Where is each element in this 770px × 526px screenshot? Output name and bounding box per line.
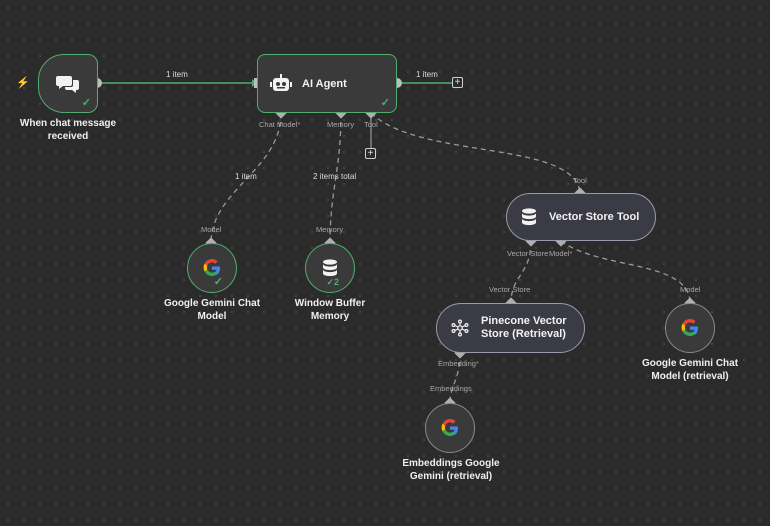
success-check-icon: ✓ xyxy=(81,97,91,109)
node-label-window-buffer: Window Buffer Memory xyxy=(294,298,366,322)
port-label-pine-in: Vector Store xyxy=(489,285,531,294)
port-label-vst-model-text: Model xyxy=(549,249,570,258)
node-google-gemini-chat[interactable]: ✓ xyxy=(187,243,237,293)
edge-label-agent-out: 1 item xyxy=(416,70,438,79)
port-label-chat-model: Chat Model* xyxy=(259,120,300,129)
required-marker: * xyxy=(569,249,573,258)
port-label-gemini-model: Model xyxy=(201,225,222,234)
node-vector-store-tool[interactable]: Vector Store Tool xyxy=(506,193,656,241)
success-check-icon: ✓ xyxy=(213,276,223,288)
node-label-gemini-chat: Google Gemini Chat Model xyxy=(163,298,261,322)
chat-bubbles-icon xyxy=(56,74,80,94)
node-ai-agent[interactable]: AI Agent ✓ xyxy=(257,54,397,113)
node-label-gemini-chat-retrieval: Google Gemini Chat Model (retrieval) xyxy=(641,358,739,382)
database-icon xyxy=(521,208,537,226)
port-label-vst-model: Model* xyxy=(549,249,572,258)
port-label-embedding-text: Embedding xyxy=(438,359,476,368)
node-window-buffer-memory[interactable]: ✓2 xyxy=(305,243,355,293)
google-g-icon xyxy=(202,258,222,278)
node-pinecone-vector-store[interactable]: Pinecone Vector Store (Retrieval) xyxy=(436,303,585,353)
port-label-pine-embedding: Embedding* xyxy=(438,359,479,368)
google-g-icon xyxy=(440,418,460,438)
port-label-memory: Memory xyxy=(327,120,355,129)
port-label-memory-in: Memory xyxy=(316,225,344,234)
port-label-chat-model-text: Chat Model xyxy=(259,120,298,129)
success-check-icon: ✓ xyxy=(380,97,390,109)
edge-label-trigger: 1 item xyxy=(166,70,188,79)
add-tool-button[interactable]: + xyxy=(365,148,376,159)
edge-chat-model[interactable] xyxy=(210,112,282,244)
port-label-vst-vector-store: Vector Store xyxy=(507,249,549,258)
edge-vst-model[interactable] xyxy=(560,240,691,304)
port-label-gemini2-model: Model xyxy=(680,285,701,294)
node-label-embeddings: Embeddings Google Gemini (retrieval) xyxy=(402,458,500,482)
port-agent-in[interactable] xyxy=(254,78,259,88)
required-marker: * xyxy=(475,359,479,368)
port-label-vst-in: Tool xyxy=(573,176,587,185)
pinecone-icon xyxy=(451,319,469,337)
success-check-icon: ✓2 xyxy=(326,277,339,287)
add-node-after-agent-button[interactable]: + xyxy=(452,77,463,88)
run-count-badge: 2 xyxy=(333,277,339,287)
node-google-gemini-chat-retrieval[interactable] xyxy=(665,303,715,353)
port-label-tool: Tool xyxy=(364,120,378,129)
port-label-embeddings-in: Embeddings xyxy=(430,384,472,393)
node-chat-trigger[interactable]: ✓ xyxy=(38,54,98,113)
edge-label-chat-model: 1 item xyxy=(235,172,257,181)
node-title-agent: AI Agent xyxy=(302,77,347,90)
robot-icon xyxy=(270,73,292,94)
google-g-icon xyxy=(680,318,700,338)
edge-tool[interactable] xyxy=(370,112,581,194)
edge-memory[interactable] xyxy=(329,112,342,244)
node-title-pinecone: Pinecone Vector Store (Retrieval) xyxy=(481,315,567,340)
trigger-bolt-icon: ⚡ xyxy=(16,77,30,89)
node-embeddings-google-gemini[interactable] xyxy=(425,403,475,453)
edge-label-memory: 2 items total xyxy=(313,172,357,181)
edge-vector-store[interactable] xyxy=(510,240,532,304)
node-title-vector-store-tool: Vector Store Tool xyxy=(549,210,640,223)
required-marker: * xyxy=(297,120,301,129)
node-label-trigger: When chat message received xyxy=(19,118,117,142)
database-icon xyxy=(322,259,338,277)
